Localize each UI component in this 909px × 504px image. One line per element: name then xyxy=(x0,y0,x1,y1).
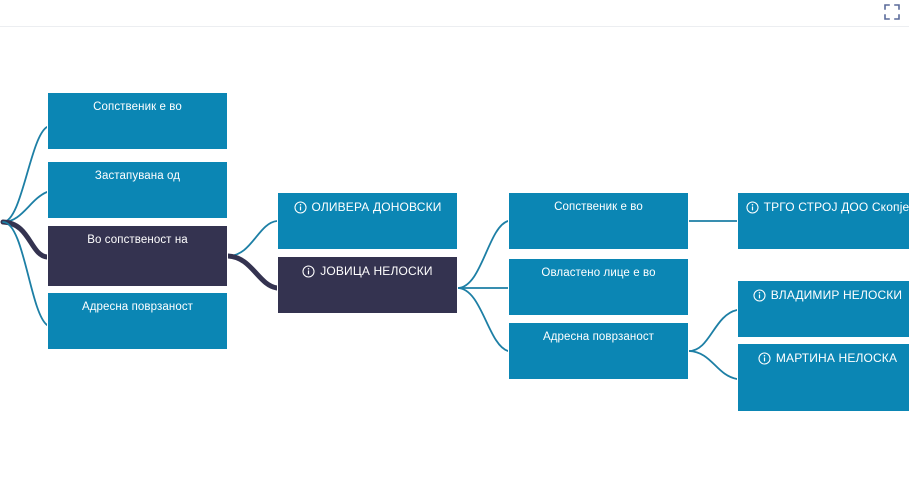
node-label: ЈОВИЦА НЕЛОСКИ xyxy=(320,264,433,278)
node-header: Овластено лице е во xyxy=(509,259,688,280)
graph-node-n10[interactable]: ТРГО СТРОЈ ДОО Скопје xyxy=(737,192,909,250)
graph-edge xyxy=(688,309,738,352)
fullscreen-expand-icon[interactable] xyxy=(881,1,903,23)
node-label: ВЛАДИМИР НЕЛОСКИ xyxy=(770,288,903,302)
node-label: Во сопственост на xyxy=(87,234,188,246)
graph-node-n9[interactable]: Адресна поврзаност xyxy=(508,322,689,380)
graph-edge xyxy=(225,253,280,291)
node-label: Адресна поврзаност xyxy=(542,331,655,343)
relationship-graph-canvas[interactable]: Сопственик е во Застапувана од Во сопствен… xyxy=(0,27,909,504)
graph-node-n5[interactable]: ОЛИВЕРА ДОНОВСКИ xyxy=(277,192,458,250)
graph-edge xyxy=(0,219,50,260)
node-header: ВЛАДИМИР НЕЛОСКИ xyxy=(738,281,909,302)
graph-edge xyxy=(2,126,48,223)
node-header: Адресна поврзаност xyxy=(509,323,688,344)
node-label: Застапувана од xyxy=(94,170,181,182)
graph-node-n8[interactable]: Овластено лице е во xyxy=(508,258,689,316)
graph-edge xyxy=(688,350,738,380)
graph-node-n6[interactable]: ЈОВИЦА НЕЛОСКИ xyxy=(277,256,458,314)
graph-node-n2[interactable]: Застапувана од xyxy=(47,161,228,219)
node-header: Застапувана од xyxy=(48,162,227,183)
graph-node-n11[interactable]: ВЛАДИМИР НЕЛОСКИ xyxy=(737,280,909,338)
node-header: МАРТИНА НЕЛОСКА xyxy=(738,344,909,365)
node-label: Адресна поврзаност xyxy=(81,301,194,313)
graph-edge xyxy=(2,221,48,326)
node-label: МАРТИНА НЕЛОСКА xyxy=(775,351,898,365)
node-label: Сопственик е во xyxy=(554,201,643,213)
node-header: Адресна поврзаност xyxy=(48,293,227,314)
node-label: ТРГО СТРОЈ ДОО Скопје xyxy=(763,200,909,214)
info-circle-icon[interactable] xyxy=(746,200,759,214)
node-header: Во сопственост на xyxy=(48,226,227,247)
graph-edge xyxy=(227,220,278,257)
node-label: Овластено лице е во xyxy=(541,267,656,279)
graph-node-n4[interactable]: Адресна поврзаност xyxy=(47,292,228,350)
graph-edge xyxy=(2,191,48,223)
info-circle-icon[interactable] xyxy=(302,264,315,278)
node-header: Сопственик е во xyxy=(48,93,227,114)
info-circle-icon[interactable] xyxy=(753,288,766,302)
node-label: Сопственик е во xyxy=(93,101,182,113)
toolbar xyxy=(0,0,909,27)
node-header: ОЛИВЕРА ДОНОВСКИ xyxy=(278,193,457,214)
graph-edge xyxy=(457,220,509,289)
graph-node-n12[interactable]: МАРТИНА НЕЛОСКА xyxy=(737,343,909,412)
node-header: ЈОВИЦА НЕЛОСКИ xyxy=(278,257,457,278)
info-circle-icon[interactable] xyxy=(293,200,307,214)
node-header: ТРГО СТРОЈ ДОО Скопје xyxy=(738,193,909,214)
node-header: Сопственик е во xyxy=(509,193,688,214)
graph-edge xyxy=(457,287,509,352)
graph-node-n1[interactable]: Сопственик е во xyxy=(47,92,228,150)
graph-node-n3[interactable]: Во сопственост на xyxy=(47,225,228,287)
graph-node-n7[interactable]: Сопственик е во xyxy=(508,192,689,250)
node-label: ОЛИВЕРА ДОНОВСКИ xyxy=(311,200,442,214)
info-circle-icon[interactable] xyxy=(758,351,771,365)
